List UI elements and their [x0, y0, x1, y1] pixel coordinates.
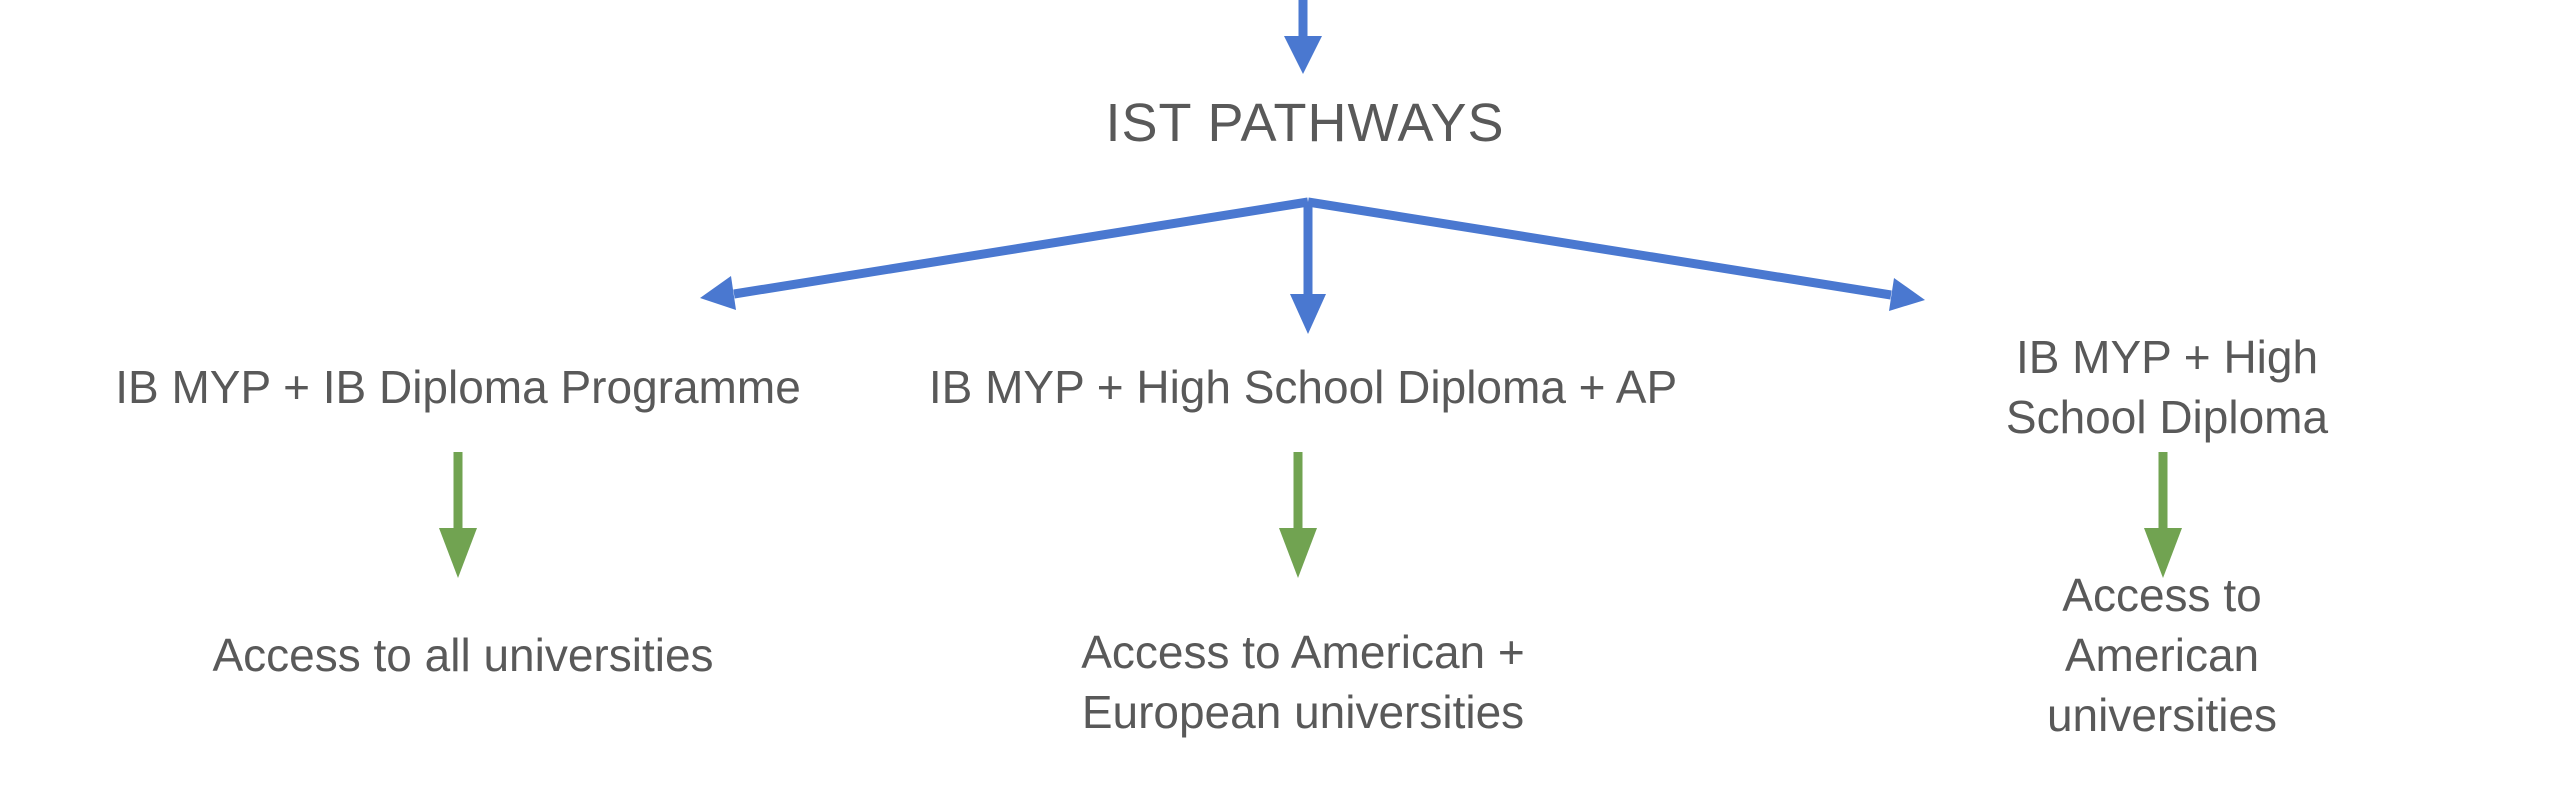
branch-left-shaft	[733, 197, 1309, 299]
diagram-title: IST PATHWAYS	[1105, 92, 1505, 153]
outcome-arrow-left-arrowhead-icon	[439, 528, 477, 578]
incoming-arrow-icon	[1284, 0, 1322, 74]
branch-center-arrowhead-icon	[1290, 294, 1326, 334]
outcome-label-all-universities: Access to all universities	[212, 629, 714, 681]
outcome-arrow-center-icon	[1279, 452, 1317, 578]
outcome-arrow-center-arrowhead-icon	[1279, 528, 1317, 578]
branch-left-arrowhead-icon	[700, 276, 736, 310]
branch-right-arrowhead-icon	[1889, 278, 1925, 311]
outcome-arrow-right-icon	[2144, 452, 2182, 578]
outcome-label-american-universities: Access to American universities	[2046, 569, 2278, 741]
outcome-arrow-right-arrowhead-icon	[2144, 528, 2182, 578]
branch-right-shaft	[1307, 197, 1892, 300]
pathway-label-hs-diploma: IB MYP + High School Diploma	[2005, 331, 2329, 443]
outcome-arrow-left-icon	[439, 452, 477, 578]
pathway-label-hs-diploma-ap: IB MYP + High School Diploma + AP	[928, 361, 1678, 414]
incoming-arrowhead-icon	[1284, 36, 1322, 74]
pathway-label-ib-diploma: IB MYP + IB Diploma Programme	[115, 361, 801, 414]
outcome-label-american-european-universities: Access to American + European universiti…	[1081, 626, 1525, 738]
branch-connector	[700, 197, 1925, 334]
